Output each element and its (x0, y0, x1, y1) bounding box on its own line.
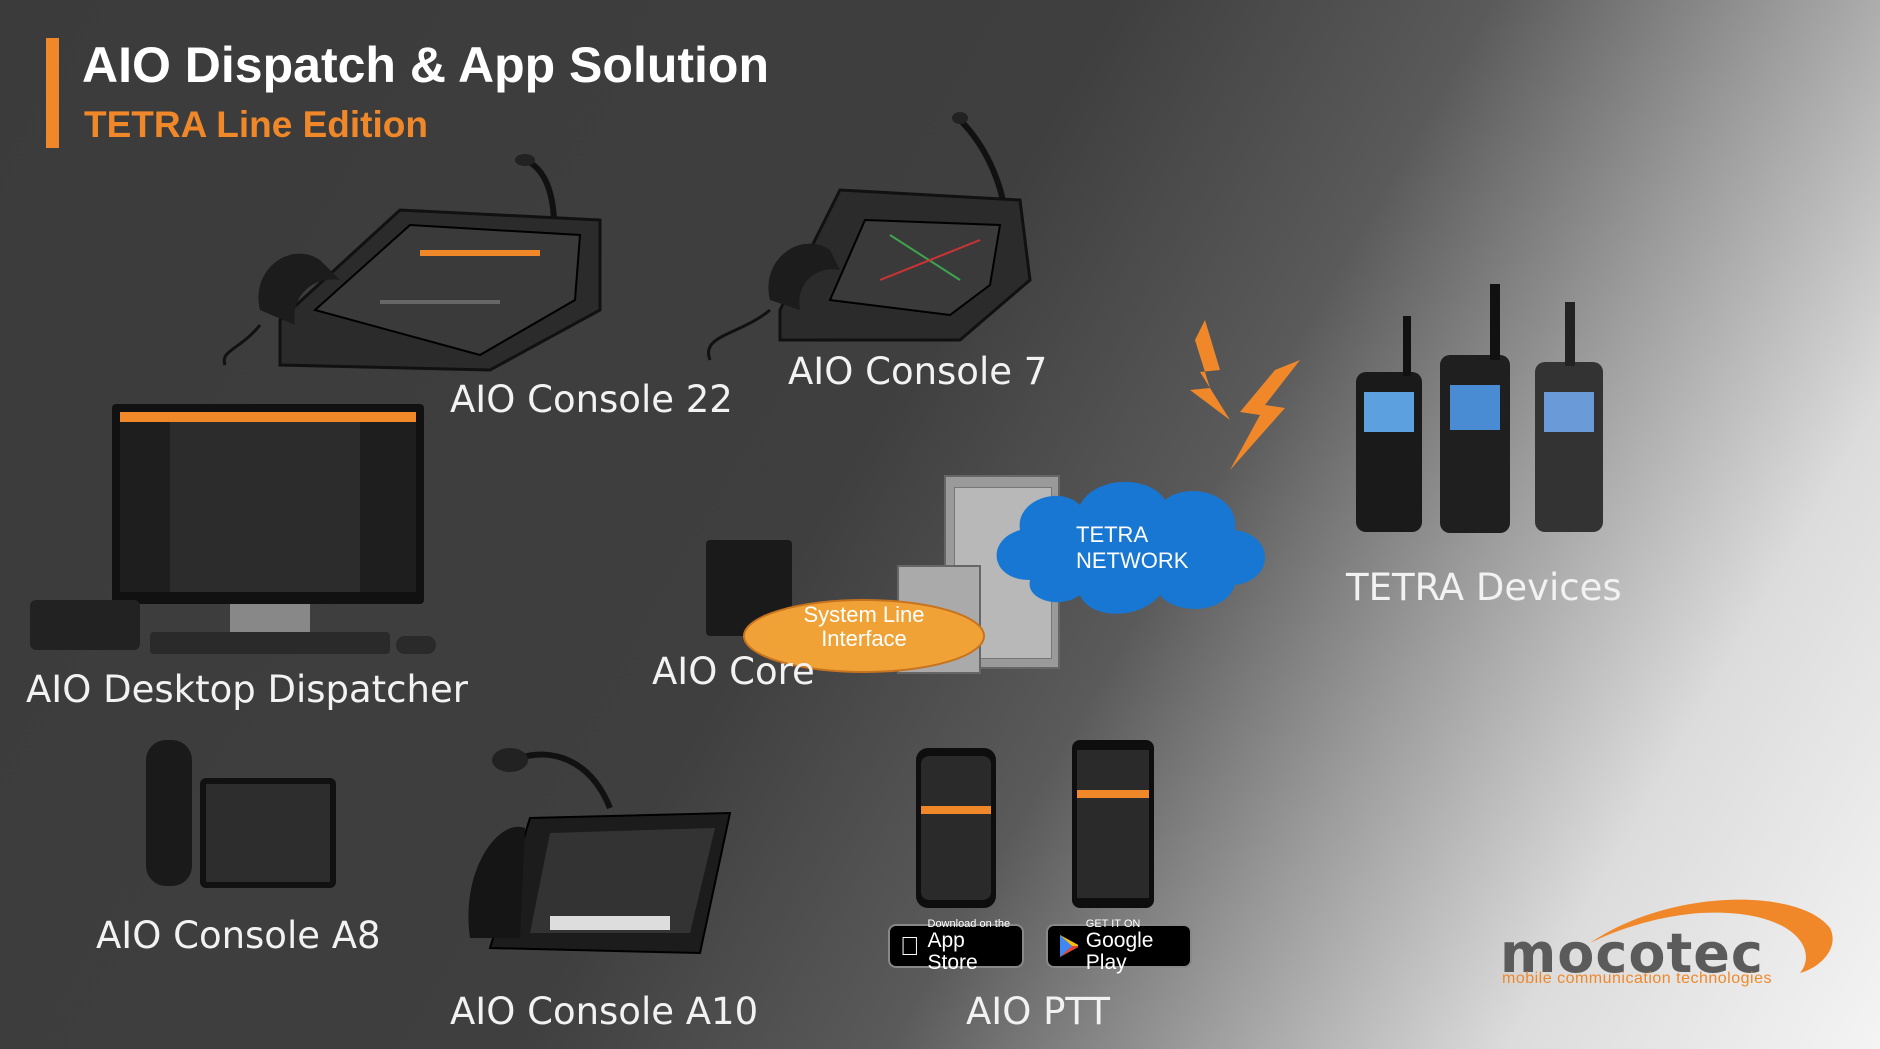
tetra-radio-2-antenna (1490, 284, 1500, 360)
mocotec-logo-tagline: mobile communication technologies (1502, 970, 1772, 987)
console7-label: AIO Console 7 (788, 350, 1048, 393)
app-store-big-text: App Store (908, 930, 1002, 974)
page-title: AIO Dispatch & App Solution (82, 37, 770, 93)
tetra-radio-1-antenna (1403, 316, 1411, 376)
console-a10-label: AIO Console A10 (450, 990, 759, 1033)
mocotec-logo-text: mocotec (1500, 922, 1764, 985)
app-store-badge[interactable]:  Download on the App Store (888, 918, 1024, 974)
tetra-devices-label: TETRA Devices (1346, 566, 1622, 609)
console7-image (706, 112, 1032, 361)
tetra-network-label: TETRA NETWORK (1076, 522, 1188, 574)
sli-line-1: System Line (803, 602, 925, 627)
console-a10-image (468, 748, 732, 955)
tetra-network-cloud (996, 481, 1265, 614)
google-play-big-text: Google Play (1085, 929, 1154, 974)
title-accent-bar (46, 38, 59, 148)
ptt-phone-android (1072, 740, 1154, 908)
app-store-small-text: Download on the (908, 918, 1011, 941)
console22-image (222, 154, 602, 372)
tetra-radio-1 (1356, 372, 1422, 532)
mocotec-logo-swoosh (1590, 899, 1833, 973)
apple-icon:  (900, 931, 920, 962)
page-subtitle: TETRA Line Edition (84, 104, 428, 145)
desktop-mini-console (30, 600, 140, 650)
console-a8-label: AIO Console A8 (96, 914, 381, 957)
desktop-stand (230, 604, 310, 632)
sli-line-2: Interface (821, 626, 907, 651)
lightning-bolt-icon (1190, 320, 1300, 470)
tetra-radio-3-antenna (1565, 302, 1575, 366)
aio-core-label: AIO Core (652, 650, 815, 693)
cloud-line-2: NETWORK (1076, 548, 1189, 573)
google-play-icon (1060, 935, 1078, 957)
desktop-mouse (396, 636, 436, 654)
desktop-label: AIO Desktop Dispatcher (26, 668, 468, 711)
google-play-badge[interactable]: GET IT ON Google Play (1046, 918, 1192, 974)
ptt-label: AIO PTT (966, 990, 1110, 1033)
desktop-keyboard (150, 632, 390, 654)
tetra-radio-2 (1440, 355, 1510, 533)
system-line-interface-label: System Line Interface (760, 603, 968, 651)
google-play-small-text: GET IT ON (1085, 918, 1141, 930)
ptt-phone-ios (916, 748, 996, 908)
tetra-radio-3 (1535, 362, 1603, 532)
desktop-monitor (112, 404, 424, 604)
console-a8-screen (200, 778, 336, 888)
console-a8-handset (146, 740, 192, 886)
cloud-line-1: TETRA (1076, 522, 1149, 547)
console22-label: AIO Console 22 (450, 378, 733, 421)
system-line-interface-shape (743, 599, 985, 673)
